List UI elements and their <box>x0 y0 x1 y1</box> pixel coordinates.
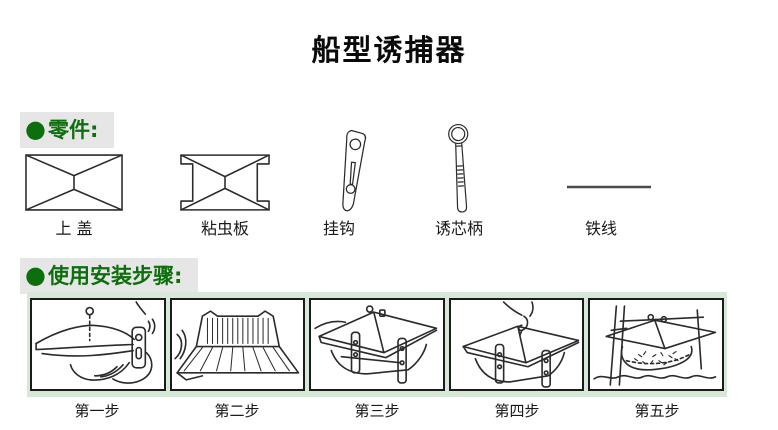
iron-wire-diagram <box>567 185 651 189</box>
step-box <box>30 298 166 391</box>
part-label: 铁线 <box>584 219 617 238</box>
step-label: 第四步 <box>494 402 540 420</box>
part-label: 诱芯柄 <box>434 219 483 238</box>
lure-core-handle-diagram <box>448 123 469 213</box>
parts-section-label: 零件: <box>47 118 99 142</box>
step-2-open-sticky-board-illustration <box>173 310 299 381</box>
parts-section-header: ● 零件: <box>20 112 115 148</box>
part-label: 挂钩 <box>322 219 355 238</box>
steps-section-label: 使用安装步骤: <box>47 264 183 288</box>
step-labels-row: 第一步 第二步 第三步 第四步 第五步 <box>27 400 727 421</box>
step-label: 第三步 <box>354 402 400 420</box>
step-label: 第五步 <box>634 402 680 420</box>
steps-section-header: ● 使用安装步骤: <box>20 258 199 294</box>
steps-panel <box>27 292 727 397</box>
step-box <box>448 298 585 391</box>
green-bullet-icon: ● <box>25 261 46 289</box>
step-3-assemble-trap-illustration <box>314 305 438 384</box>
part-label: 粘虫板 <box>200 219 249 238</box>
step-box <box>309 298 445 391</box>
step-5-field-install-illustration <box>593 305 717 386</box>
step-box <box>169 298 306 391</box>
part-label: 上 盖 <box>55 219 93 238</box>
hook-diagram <box>342 129 367 212</box>
top-cover-diagram <box>25 154 123 211</box>
green-bullet-icon: ● <box>25 115 46 143</box>
step-label: 第二步 <box>214 402 260 420</box>
step-1-attach-clip-illustration <box>35 301 156 384</box>
step-4-hang-trap-illustration <box>462 301 580 388</box>
step-label: 第一步 <box>74 402 120 420</box>
step-box <box>588 298 724 391</box>
sticky-insect-board-diagram <box>180 154 270 211</box>
page-title: 船型诱捕器 <box>311 33 467 67</box>
